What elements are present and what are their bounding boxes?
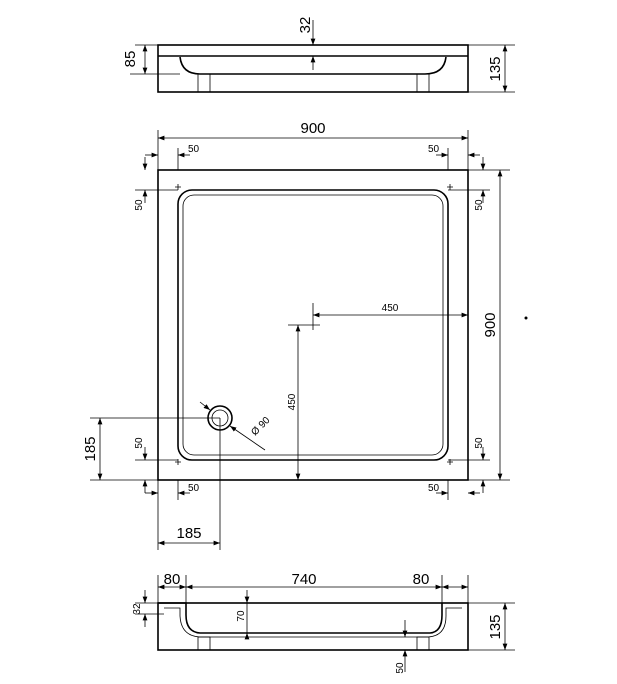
dim-70: 70	[236, 610, 247, 622]
dim-50: 50	[474, 199, 485, 211]
foot-icon	[197, 73, 211, 93]
dim-32: 32	[132, 603, 143, 615]
foot-icon	[197, 636, 211, 651]
dim-50: 50	[395, 662, 406, 674]
dim-85: 85	[122, 51, 139, 68]
dim-900-depth: 900	[482, 312, 499, 337]
dim-50: 50	[474, 437, 485, 449]
dim-185-y: 185	[82, 436, 99, 461]
dim-185-x: 185	[176, 525, 201, 542]
dim-50: 50	[428, 144, 440, 155]
foot-icon	[416, 73, 430, 93]
dim-50: 50	[428, 483, 440, 494]
dim-740: 740	[291, 571, 316, 588]
dim-135: 135	[487, 56, 504, 81]
dim-drain-diameter: Ø 90	[249, 415, 272, 438]
dim-900-width: 900	[300, 120, 325, 137]
side-view-top: 85 135 32	[122, 17, 515, 93]
dim-32: 32	[297, 17, 314, 34]
dim-50: 50	[188, 483, 200, 494]
dim-450-y: 450	[287, 393, 298, 410]
dim-80-right: 80	[413, 571, 430, 588]
dim-80-left: 80	[164, 571, 181, 588]
dim-50: 50	[134, 437, 145, 449]
dim-50: 50	[134, 199, 145, 211]
foot-icon	[416, 636, 430, 651]
dim-50: 50	[188, 144, 200, 155]
plan-view: 900 50 50 50 50 50 50 50 50 900 450 450 …	[82, 120, 510, 550]
dim-450-x: 450	[382, 303, 399, 314]
dim-135: 135	[487, 614, 504, 639]
section-view: 80 740 80 32 70 135 50	[132, 571, 515, 674]
fixing-point-icons	[175, 184, 453, 465]
